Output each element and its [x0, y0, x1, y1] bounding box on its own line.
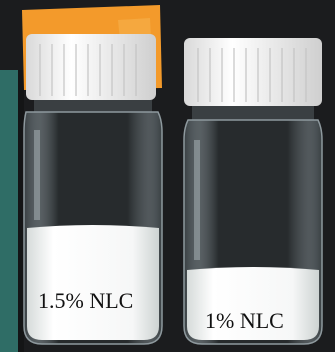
left-liquid — [27, 225, 159, 340]
right-vial — [183, 38, 323, 345]
left-cap-ridges — [39, 44, 137, 96]
right-neck — [192, 106, 314, 120]
left-edge-gap — [18, 70, 24, 352]
right-glare — [194, 140, 200, 260]
right-vial-label: 1% NLC — [205, 308, 284, 333]
right-cap-ridges — [197, 48, 307, 102]
right-liquid — [187, 267, 319, 340]
left-neck — [34, 100, 152, 112]
teal-board — [0, 70, 20, 352]
left-vial — [22, 5, 163, 345]
left-glare — [34, 130, 40, 220]
right-cap — [184, 38, 322, 106]
left-vial-label: 1.5% NLC — [38, 288, 134, 313]
